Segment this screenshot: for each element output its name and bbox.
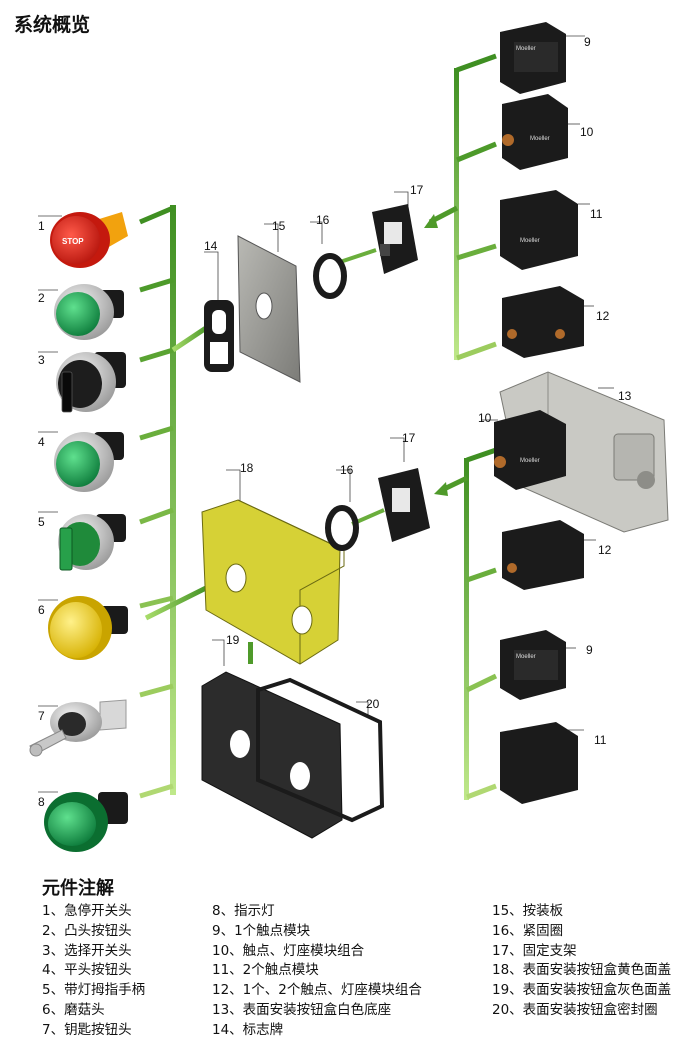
legend-item: 9、1个触点模块	[212, 922, 311, 939]
projecting-button-head	[54, 284, 124, 340]
legend-item: 11、2个触点模块	[212, 962, 319, 979]
callout: 7	[38, 709, 45, 723]
legend-item: 19、表面安装按钮盒灰色面盖	[492, 982, 672, 999]
callout: 9	[584, 35, 591, 49]
fixing-adapter-top	[372, 204, 418, 274]
contact-lamp-combo-bottom	[502, 520, 584, 590]
legend-item: 5、带灯拇指手柄	[42, 982, 146, 999]
contact-lamp-module-bottom: Moeller	[494, 410, 566, 490]
legend-item: 14、标志牌	[212, 1021, 284, 1038]
brand-label: Moeller	[530, 136, 550, 142]
legend-item: 12、1个、2个触点、灯座模块组合	[212, 982, 422, 999]
callout: 16	[316, 213, 330, 227]
callout: 6	[38, 603, 45, 617]
callout: 14	[204, 239, 218, 253]
mounting-plate	[237, 235, 301, 383]
brand-label: Moeller	[516, 46, 536, 52]
callout: 8	[38, 795, 45, 809]
contact-module-2no-top: Moeller	[500, 190, 578, 270]
contact-module-1no-bottom: Moeller	[500, 630, 566, 700]
legend-item: 16、紧固圈	[492, 922, 564, 939]
callout: 1	[38, 219, 45, 233]
connector-lines-bottom-right	[248, 447, 498, 800]
callout: 4	[38, 435, 45, 449]
key-button-head	[29, 699, 127, 757]
brand-label: Moeller	[520, 458, 540, 464]
callout: 2	[38, 291, 45, 305]
legend-item: 20、表面安装按钮盒密封圈	[492, 1001, 658, 1018]
illuminated-thumb-grip-head	[58, 514, 126, 571]
legend-item: 10、触点、灯座模块组合	[212, 942, 365, 959]
legend-column-3: 15、按装板 16、紧固圈 17、固定支架 18、表面安装按钮盒黄色面盖 19、…	[492, 902, 671, 1021]
leader-lines	[38, 35, 614, 793]
yellow-enclosure-cover	[201, 499, 345, 665]
callout: 3	[38, 353, 45, 367]
callout: 16	[340, 463, 354, 477]
contact-module-1no-top: Moeller	[500, 22, 566, 94]
legend-item: 8、指示灯	[212, 903, 275, 919]
callout: 20	[366, 697, 380, 711]
brand-label: Moeller	[516, 654, 536, 660]
callout: 9	[586, 643, 593, 657]
callout: 19	[226, 633, 240, 647]
callout: 5	[38, 515, 45, 529]
stop-label: STOP	[62, 237, 84, 246]
connector-lines-top-right	[339, 53, 497, 361]
callout: 17	[402, 431, 416, 445]
gray-enclosure-cover	[201, 671, 343, 839]
callout: 18	[240, 461, 254, 475]
legend-item: 2、凸头按钮头	[42, 922, 132, 939]
enclosure-seal	[256, 677, 385, 823]
brand-label: Moeller	[520, 238, 540, 244]
legend-item: 7、钥匙按钮头	[42, 1021, 132, 1038]
fixing-adapter-bottom	[378, 468, 430, 542]
callout-numbers: 1 2 3 4 5 6 7 8 14 15 16 17 9 10 11 12 1…	[38, 35, 632, 809]
fixing-ring-top	[313, 253, 347, 299]
legend-item: 15、按装板	[492, 903, 564, 919]
callout: 17	[410, 183, 424, 197]
fixing-ring-bottom	[325, 505, 359, 551]
emergency-stop-head: STOP	[50, 212, 128, 268]
legend-column-1: 1、急停开关头 2、凸头按钮头 3、选择开关头 4、平头按钮头 5、带灯拇指手柄…	[42, 902, 145, 1041]
callout: 10	[580, 125, 594, 139]
legend-item: 4、平头按钮头	[42, 962, 132, 979]
callout: 11	[594, 733, 607, 747]
indicator-light	[44, 792, 128, 852]
legend-column-2: 8、指示灯 9、1个触点模块 10、触点、灯座模块组合 11、2个触点模块 12…	[212, 902, 422, 1041]
legend-item: 6、磨菇头	[42, 1001, 105, 1018]
contact-module-2no-bottom	[500, 722, 578, 804]
callout: 10	[478, 411, 492, 425]
callout: 15	[272, 219, 286, 233]
mushroom-head	[48, 596, 128, 660]
legend-plate	[204, 300, 234, 372]
page-title: 系统概览	[14, 14, 91, 36]
flush-button-head	[54, 432, 124, 492]
callout: 11	[590, 207, 603, 221]
callout: 12	[598, 543, 612, 557]
contact-lamp-combo-top	[502, 286, 584, 358]
legend-item: 3、选择开关头	[42, 942, 132, 959]
selector-switch-head	[56, 352, 126, 413]
legend-item: 18、表面安装按钮盒黄色面盖	[492, 962, 672, 979]
legend-title: 元件注解	[42, 878, 114, 899]
callout: 13	[618, 389, 632, 403]
legend-item: 13、表面安装按钮盒白色底座	[212, 1001, 392, 1018]
legend-item: 1、急停开关头	[42, 903, 132, 919]
legend-item: 17、固定支架	[492, 942, 577, 959]
contact-lamp-module-top: Moeller	[502, 94, 568, 170]
callout: 12	[596, 309, 610, 323]
